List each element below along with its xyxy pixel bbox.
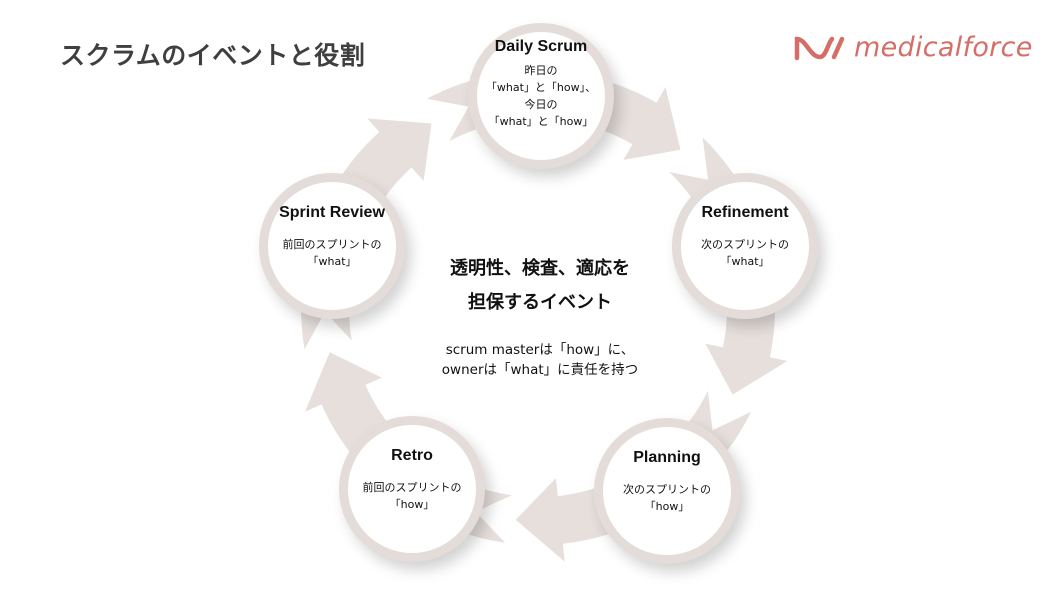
center-sub-1: scrum masterは「how」に、 — [445, 342, 635, 358]
center-heading-2: 担保するイベント — [468, 292, 612, 313]
event-name: Daily Scrum — [494, 38, 588, 55]
page-title: スクラムのイベントと役割 — [60, 41, 366, 70]
center-sub-2: ownerは「what」に責任を持つ — [441, 362, 639, 378]
event-daily-scrum: Daily Scrum 昨日の 「what」と「how」、 今日の 「what」… — [468, 23, 614, 169]
event-refinement: Refinement 次のスプリントの 「what」 — [672, 173, 818, 319]
center-message: 透明性、検査、適応を 担保するイベント scrum masterは「how」に、… — [400, 252, 680, 380]
center-heading-1: 透明性、検査、適応を — [450, 258, 630, 279]
event-name: Sprint Review — [279, 204, 385, 221]
event-planning: Planning 次のスプリントの 「how」 — [594, 418, 740, 564]
event-description: 前回のスプリントの 「what」 — [282, 238, 382, 268]
brand-logo: medicalforce — [794, 32, 1033, 63]
medicalforce-logo-icon — [794, 36, 845, 60]
event-retro: Retro 前回のスプリントの 「how」 — [339, 416, 485, 562]
logo-wordmark: medicalforce — [854, 32, 1033, 63]
event-name: Refinement — [701, 204, 789, 221]
event-description: 次のスプリントの 「how」 — [623, 483, 711, 513]
event-description: 次のスプリントの 「what」 — [701, 238, 789, 268]
event-sprint-review: Sprint Review 前回のスプリントの 「what」 — [259, 173, 405, 319]
event-description: 前回のスプリントの 「how」 — [362, 481, 462, 511]
event-name: Planning — [633, 449, 701, 466]
event-name: Retro — [391, 447, 433, 464]
event-description: 昨日の 「what」と「how」、 今日の 「what」と「how」 — [485, 64, 597, 128]
